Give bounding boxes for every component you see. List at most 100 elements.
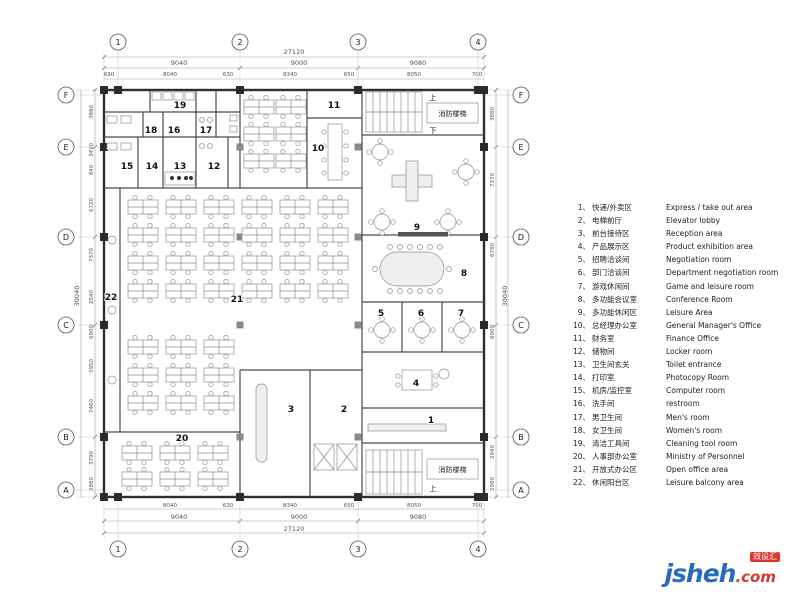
room-label: 17 (200, 126, 213, 136)
legend-item-number: 22、 (572, 477, 590, 487)
grid-marker: C (518, 321, 524, 330)
grid-marker: F (64, 91, 69, 100)
dimension-label: 700 (472, 72, 483, 78)
legend-item-number: 6、 (577, 268, 590, 278)
stairs-up-label: 上 (430, 93, 437, 102)
legend-item-english: Men's room (666, 412, 710, 422)
room-labels: 1 2 3 4 5 6 7 8 9 10 11 12 13 14 15 16 1… (104, 100, 468, 445)
room-label: 1 (428, 416, 434, 426)
legend-item-number: 16、 (572, 399, 590, 409)
dimension-label: 690 (104, 72, 115, 78)
grid-marker: B (518, 433, 524, 442)
dimension-label: 8050 (407, 503, 421, 509)
legend-item-number: 12、 (572, 347, 590, 357)
watermark-logo-badge: 效设汇 (750, 552, 780, 562)
legend-item: 7、游戏休闲间 Game and leisure room (572, 281, 784, 294)
dimension-label: 7370 (89, 248, 95, 262)
grid-marker: D (63, 233, 69, 242)
legend-item-english: Game and leisure room (666, 281, 754, 291)
dimension-lines (76, 52, 512, 538)
room-label: 6 (418, 309, 424, 319)
grid-marker: F (519, 91, 524, 100)
fire-stairs-label: 消防楼梯 (439, 465, 467, 474)
legend-item-english: Toilet entrance (666, 360, 722, 370)
grid-marker: 4 (475, 38, 480, 47)
dimension-label: 2540 (89, 290, 95, 304)
room-label: 2 (341, 405, 347, 415)
dimension-label: 27120 (284, 525, 305, 533)
legend-item-number: 5、 (577, 255, 590, 265)
legend-item-chinese: 财务室 (592, 333, 615, 343)
conference-table (372, 244, 452, 294)
legend-item-number: 20、 (572, 451, 590, 461)
room-label: 5 (378, 309, 384, 319)
room-label: 15 (121, 162, 134, 172)
room-label: 10 (312, 144, 325, 154)
dimension-label: 27120 (284, 48, 305, 56)
grid-marker: 1 (115, 545, 120, 554)
dimension-label: 630 (223, 503, 234, 509)
stairs-down-label: 下 (430, 127, 437, 135)
room-label: 13 (174, 162, 187, 172)
legend-item-english: Negotiation room (666, 255, 732, 265)
dimension-label: 6900 (89, 325, 95, 339)
legend-item-number: 18、 (572, 425, 590, 435)
legend-item-number: 11、 (572, 333, 590, 343)
dimension-label: 9040 (171, 513, 188, 521)
legend-item-english: Cleaning tool room (666, 438, 738, 448)
dimension-label: 8040 (163, 503, 177, 509)
legend-item-chinese: 产品展示区 (592, 242, 630, 252)
legend-item-chinese: 部门洽谈间 (592, 268, 630, 278)
washroom-fixtures (106, 91, 238, 151)
grid-marker: 4 (475, 545, 480, 554)
room-label: 21 (231, 295, 244, 305)
legend-item-english: restroom (666, 399, 700, 409)
legend-item-chinese: 多功能会议室 (592, 294, 637, 304)
dimension-label: 9080 (410, 59, 427, 67)
exhibition-table (395, 368, 450, 391)
dimension-label: 2940 (490, 445, 496, 459)
legend-item-chinese: 游戏休闲间 (592, 281, 630, 291)
grid-marker: E (518, 143, 523, 152)
watermark-tld: .com (735, 568, 776, 586)
gm-office-table (321, 123, 349, 181)
legend-item-chinese: 储物间 (592, 347, 615, 357)
grid-marker: A (518, 486, 524, 495)
dimension-labels: 27120 9040 9000 9080 690 8040 630 8340 6… (73, 48, 509, 533)
legend-item-number: 17、 (572, 412, 590, 422)
express-counter (367, 423, 447, 432)
legend-item-chinese: 机房/监控室 (592, 386, 633, 396)
dimension-label: 9000 (291, 513, 308, 521)
legend-item-english: Product exhibition area (666, 242, 753, 252)
legend-item-chinese: 多功能休闲区 (592, 307, 637, 317)
dimension-label: 6720 (89, 198, 95, 212)
elevator-shafts (313, 443, 358, 471)
legend-item-chinese: 前台接待区 (592, 229, 630, 239)
legend-item-english: Finance Office (666, 333, 719, 343)
dimension-label: 3490 (89, 143, 95, 157)
legend-item-english: Reception area (666, 229, 723, 239)
grid-marker: E (63, 143, 68, 152)
dimension-label: 8340 (283, 72, 297, 78)
grid-marker: C (63, 321, 69, 330)
dimension-label: 3880 (89, 105, 95, 119)
fire-stairs-bottom: 消防楼梯 上 (365, 449, 479, 495)
grid-marker: B (63, 433, 69, 442)
legend-item-chinese: 清洁工具间 (592, 438, 630, 448)
dimension-label: 630 (223, 72, 234, 78)
dimension-label: 6900 (490, 325, 496, 339)
room-label: 14 (146, 162, 159, 172)
legend-item-number: 7、 (577, 281, 590, 291)
legend-item-chinese: 招聘洽谈间 (592, 255, 630, 265)
legend-item-english: Ministry of Personnel (666, 451, 745, 461)
legend-item-english: Computer room (666, 386, 726, 396)
